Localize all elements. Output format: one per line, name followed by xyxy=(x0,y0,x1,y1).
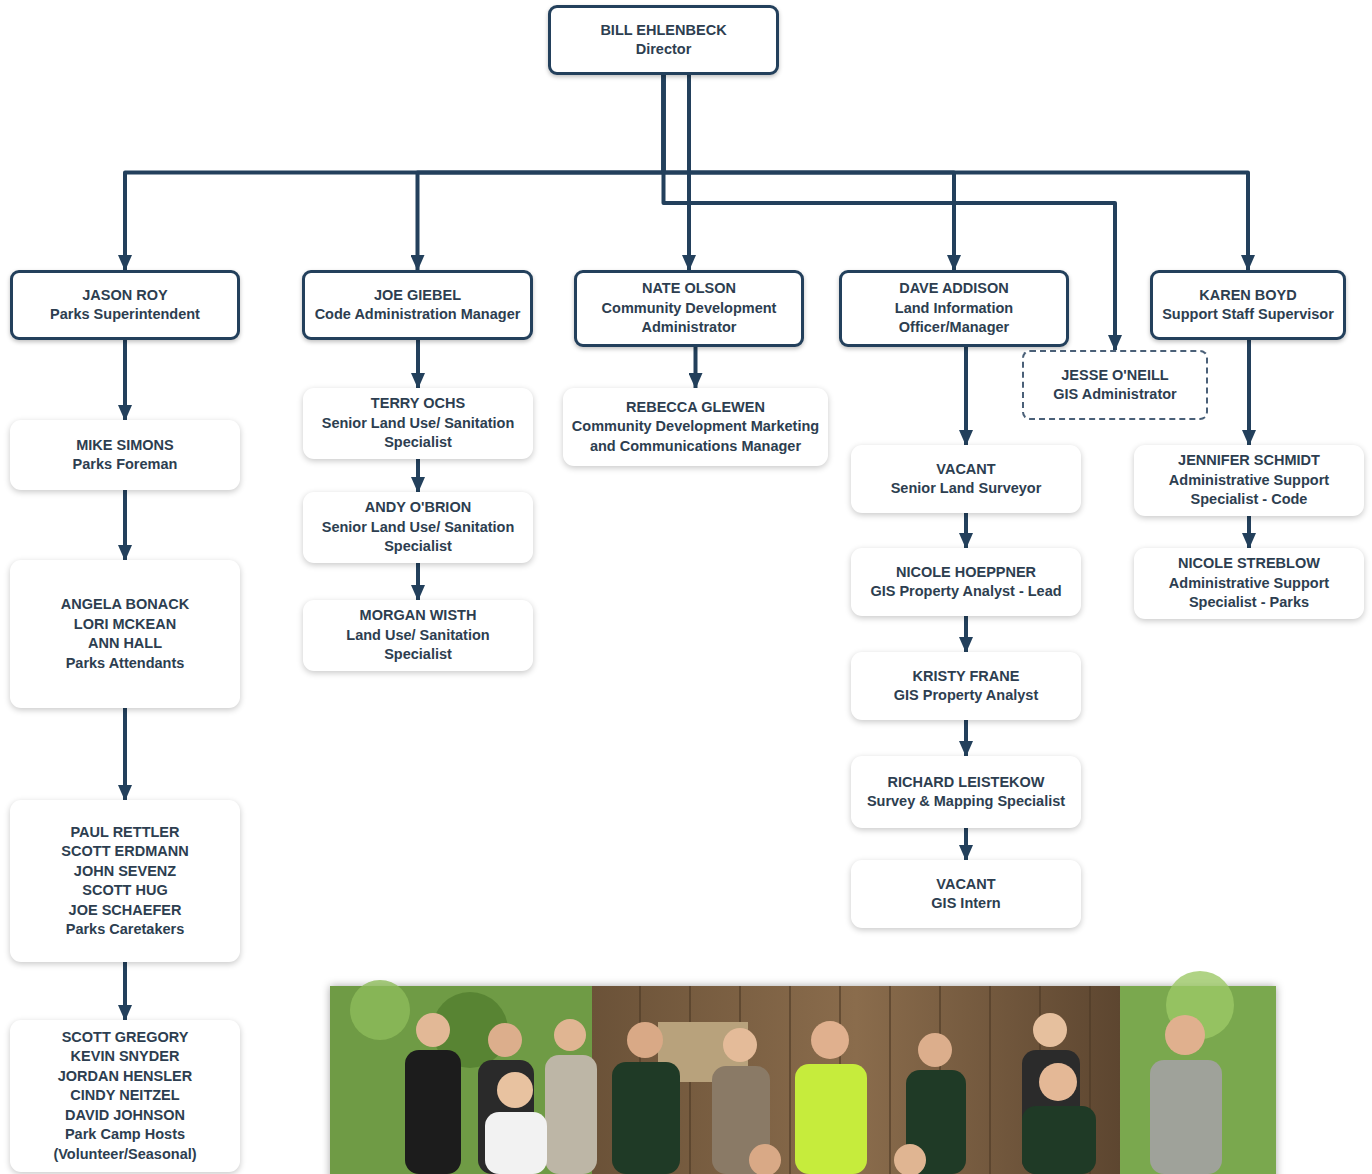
reporting-arrow xyxy=(1247,340,1251,445)
job-title: Code Administration Manager xyxy=(315,305,521,325)
reporting-arrow xyxy=(964,720,968,756)
staff-box: VACANTSenior Land Surveyor xyxy=(851,445,1081,513)
staff-box: PAUL RETTLERSCOTT ERDMANNJOHN SEVENZSCOT… xyxy=(10,800,240,962)
person-name: SCOTT GREGORY xyxy=(62,1028,189,1048)
job-title: Senior Land Use/ Sanitation Specialist xyxy=(311,518,525,557)
person-name: JENNIFER SCHMIDT xyxy=(1178,451,1320,471)
job-title: GIS Property Analyst xyxy=(894,686,1039,706)
job-title: CINDY NEITZEL xyxy=(70,1086,179,1106)
staff-box: REBECCA GLEWENCommunity Development Mark… xyxy=(563,388,828,466)
staff-box: ANDY O'BRIONSenior Land Use/ Sanitation … xyxy=(303,492,533,563)
job-title: Parks Caretakers xyxy=(66,920,185,940)
job-title: Senior Land Surveyor xyxy=(891,479,1042,499)
staff-box: TERRY OCHSSenior Land Use/ Sanitation Sp… xyxy=(303,388,533,459)
job-title: JORDAN HENSLER xyxy=(58,1067,193,1087)
manager-box: KAREN BOYDSupport Staff Supervisor xyxy=(1150,270,1346,340)
person-name: KRISTY FRANE xyxy=(913,667,1020,687)
person-name: DAVE ADDISON xyxy=(899,279,1009,299)
staff-box: SCOTT GREGORYKEVIN SNYDERJORDAN HENSLERC… xyxy=(10,1020,240,1172)
person-name: NATE OLSON xyxy=(642,279,736,299)
reporting-arrow xyxy=(1247,516,1251,549)
manager-box: DAVE ADDISONLand Information Officer/Man… xyxy=(839,270,1069,347)
person-name: NICOLE STREBLOW xyxy=(1178,554,1320,574)
person-name: JASON ROY xyxy=(82,286,167,306)
person-name: REBECCA GLEWEN xyxy=(626,398,765,418)
staff-box: MIKE SIMONSParks Foreman xyxy=(10,420,240,490)
job-title: Community Development Marketing and Comm… xyxy=(571,417,820,456)
person-name: PAUL RETTLER xyxy=(70,823,179,843)
person-name: RICHARD LEISTEKOW xyxy=(887,773,1044,793)
reporting-arrow xyxy=(123,340,127,420)
person-name: MORGAN WISTH xyxy=(360,606,477,626)
job-title: Land Information Officer/Manager xyxy=(850,299,1058,338)
job-title: Support Staff Supervisor xyxy=(1162,305,1334,325)
staff-box: KRISTY FRANEGIS Property Analyst xyxy=(851,652,1081,720)
reporting-arrow xyxy=(694,347,698,389)
job-title: SCOTT HUG xyxy=(82,881,167,901)
reporting-arrow xyxy=(964,347,968,446)
job-title: Park Camp Hosts (Volunteer/Seasonal) xyxy=(18,1125,232,1164)
job-title: Senior Land Use/ Sanitation Specialist xyxy=(311,414,525,453)
reporting-arrow xyxy=(416,340,420,388)
person-name: JOE GIEBEL xyxy=(374,286,461,306)
staff-box: JENNIFER SCHMIDTAdministrative Support S… xyxy=(1134,445,1364,516)
reporting-arrow xyxy=(416,563,420,601)
reporting-arrow xyxy=(964,616,968,652)
person-name: BILL EHLENBECK xyxy=(600,21,726,41)
person-name: ANDY O'BRION xyxy=(365,498,471,518)
job-title: KEVIN SNYDER xyxy=(71,1047,180,1067)
manager-box: NATE OLSONCommunity Development Administ… xyxy=(574,270,804,347)
job-title: LORI MCKEAN xyxy=(74,615,176,635)
job-title: DAVID JOHNSON xyxy=(65,1106,185,1126)
staff-box: MORGAN WISTHLand Use/ Sanitation Special… xyxy=(303,600,533,671)
reporting-arrow xyxy=(418,75,664,270)
reporting-arrow xyxy=(123,708,127,800)
job-title: Survey & Mapping Specialist xyxy=(867,792,1065,812)
manager-box: JASON ROYParks Superintendent xyxy=(10,270,240,340)
manager-box: JOE GIEBELCode Administration Manager xyxy=(302,270,533,340)
reporting-arrow xyxy=(416,459,420,493)
staff-box: VACANTGIS Intern xyxy=(851,860,1081,928)
reporting-arrow xyxy=(123,490,127,560)
person-name: JESSE O'NEILL xyxy=(1061,366,1168,386)
job-title: Community Development Administrator xyxy=(585,299,793,338)
reporting-arrow xyxy=(125,75,664,270)
reporting-arrow xyxy=(964,513,968,548)
person-name: ANGELA BONACK xyxy=(61,595,189,615)
job-title: JOHN SEVENZ xyxy=(74,862,176,882)
job-title: GIS Property Analyst - Lead xyxy=(870,582,1061,602)
job-title: JOE SCHAEFER xyxy=(69,901,182,921)
person-name: KAREN BOYD xyxy=(1199,286,1296,306)
staff-box: RICHARD LEISTEKOWSurvey & Mapping Specia… xyxy=(851,756,1081,828)
job-title: Parks Foreman xyxy=(73,455,178,475)
job-title: GIS Intern xyxy=(931,894,1000,914)
job-title: Land Use/ Sanitation Specialist xyxy=(311,626,525,665)
director-box: BILL EHLENBECKDirector xyxy=(548,5,779,75)
job-title: Administrative Support Specialist - Park… xyxy=(1142,574,1356,613)
staff-box: NICOLE HOEPPNERGIS Property Analyst - Le… xyxy=(851,548,1081,616)
person-name: MIKE SIMONS xyxy=(76,436,173,456)
manager-box: JESSE O'NEILLGIS Administrator xyxy=(1022,350,1208,420)
reporting-arrow xyxy=(123,962,127,1020)
job-title: Parks Attendants xyxy=(66,654,185,674)
reporting-arrow xyxy=(964,828,968,860)
job-title: SCOTT ERDMANN xyxy=(61,842,188,862)
reporting-arrow xyxy=(664,75,1249,270)
person-name: VACANT xyxy=(936,460,995,480)
job-title: Administrative Support Specialist - Code xyxy=(1142,471,1356,510)
staff-box: ANGELA BONACKLORI MCKEANANN HALLParks At… xyxy=(10,560,240,708)
job-title: ANN HALL xyxy=(88,634,162,654)
person-name: NICOLE HOEPPNER xyxy=(896,563,1036,583)
job-title: Parks Superintendent xyxy=(50,305,200,325)
person-name: VACANT xyxy=(936,875,995,895)
job-title: Director xyxy=(636,40,692,60)
staff-box: NICOLE STREBLOWAdministrative Support Sp… xyxy=(1134,548,1364,619)
job-title: GIS Administrator xyxy=(1053,385,1177,405)
person-name: TERRY OCHS xyxy=(371,394,465,414)
